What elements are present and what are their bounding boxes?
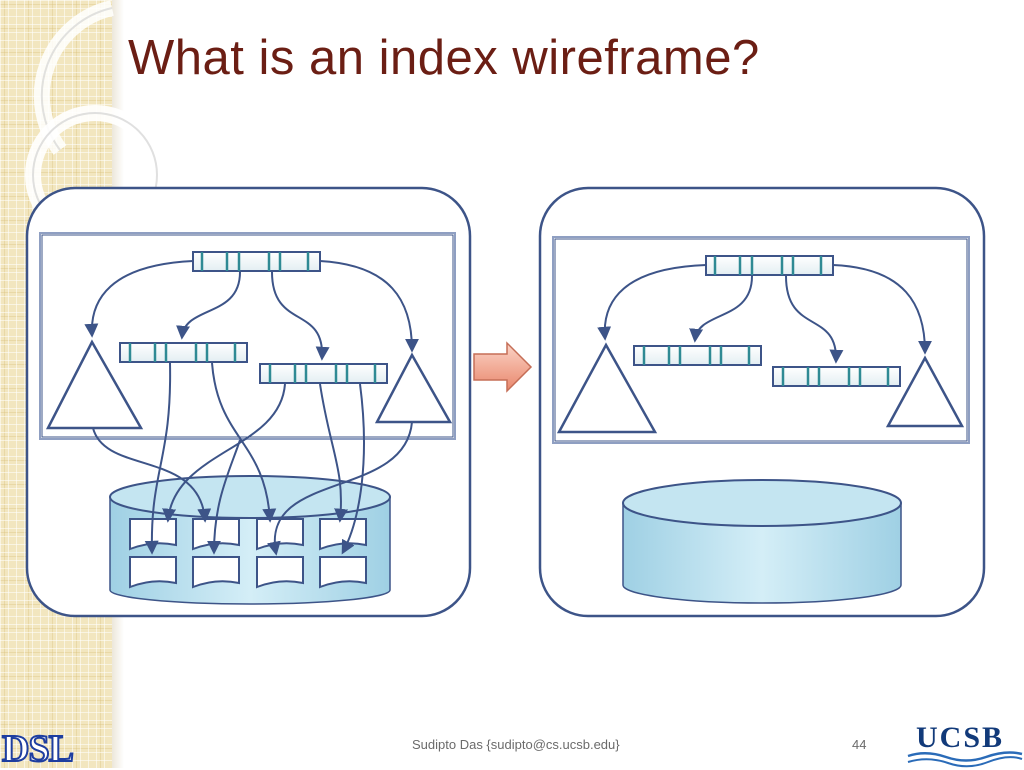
- database-cylinder-icon: [622, 479, 902, 604]
- wireframe-panel: [538, 186, 986, 618]
- page-number: 44: [852, 737, 867, 752]
- footer-author: Sudipto Das {sudipto@cs.ucsb.edu}: [412, 737, 620, 752]
- pointer-arrows-right: [597, 264, 932, 364]
- slide-title: What is an index wireframe?: [128, 31, 760, 85]
- data-pages-left: [129, 518, 367, 589]
- page-icon: [129, 556, 177, 589]
- node-inner-right-b: [772, 366, 901, 387]
- page-icon: [256, 518, 304, 551]
- subtree-triangle-icon: [45, 339, 144, 430]
- dsl-logo: DSL: [1, 728, 75, 770]
- transition-arrow-icon: [473, 341, 533, 393]
- node-inner-left-a: [119, 342, 248, 363]
- wave-icon: [907, 751, 1023, 768]
- node-root-right: [705, 255, 834, 276]
- page-icon: [319, 518, 367, 551]
- node-inner-left-b: [259, 363, 388, 384]
- page-icon: [319, 556, 367, 589]
- page-icon: [256, 556, 304, 589]
- full-index-panel: [25, 186, 472, 618]
- ucsb-logo: UCSB: [906, 720, 1024, 768]
- node-inner-right-a: [633, 345, 762, 366]
- page-icon: [192, 556, 240, 589]
- subtree-triangle-icon: [556, 342, 658, 434]
- ucsb-logo-text: UCSB: [916, 721, 1005, 754]
- pointer-arrows-left: [84, 260, 419, 556]
- subtree-triangle-icon: [885, 355, 965, 428]
- node-root-left: [192, 251, 321, 272]
- subtree-triangle-icon: [374, 352, 453, 424]
